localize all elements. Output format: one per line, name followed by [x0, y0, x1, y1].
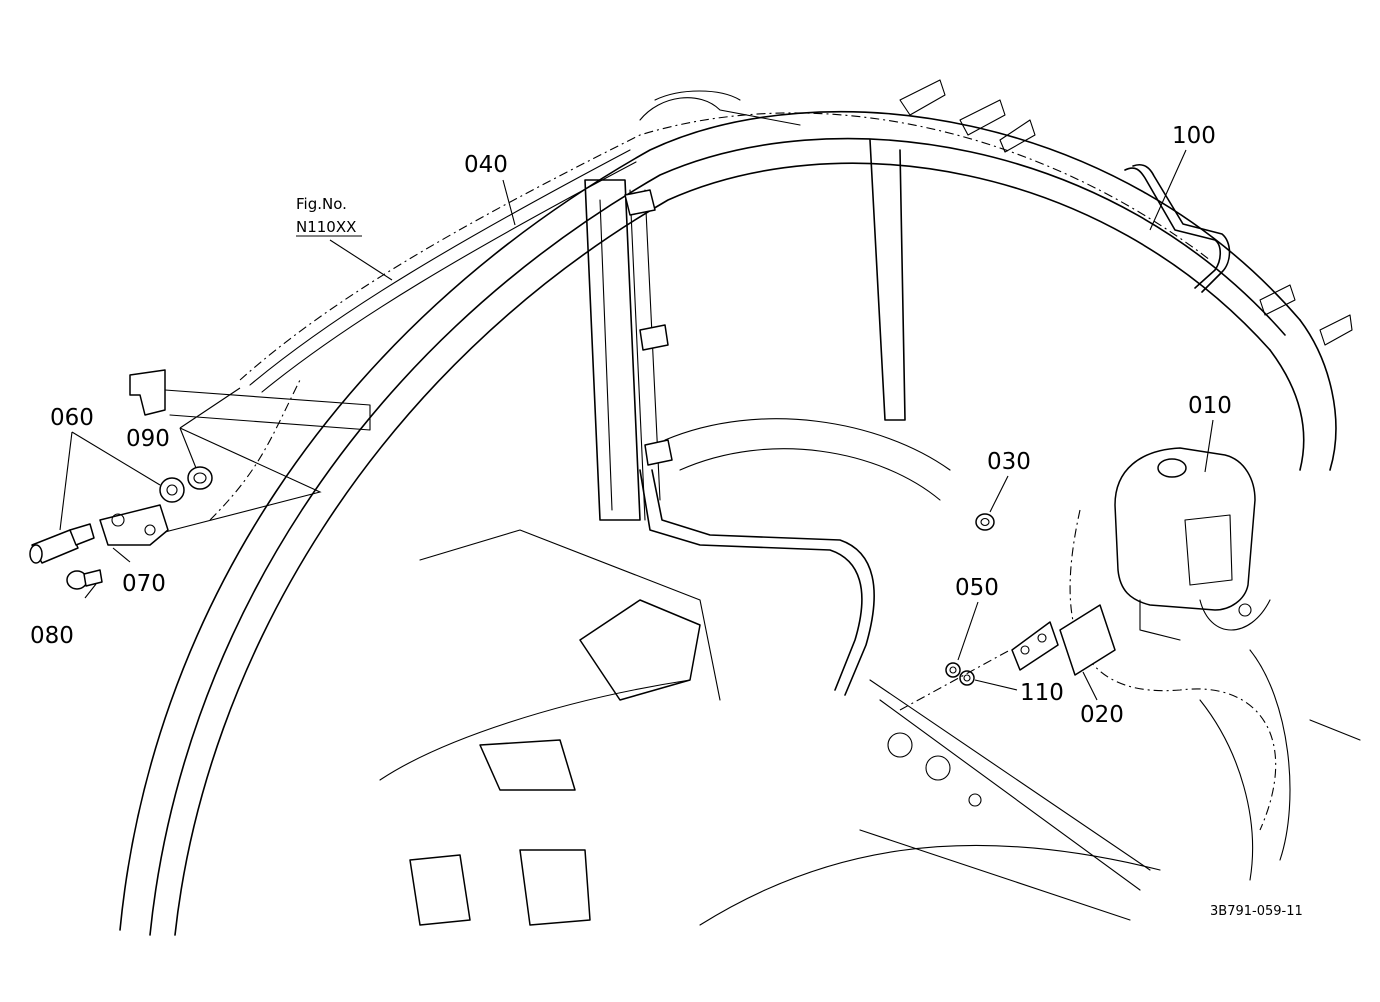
nut-axis [899, 649, 1011, 711]
callout-100: 100 [1172, 123, 1216, 149]
wire-harness [209, 112, 1211, 521]
washer-nozzle [29, 477, 185, 564]
cab-side-wall [1199, 649, 1361, 881]
left-hinge-bracket [129, 369, 371, 431]
callout-040: 040 [464, 152, 508, 178]
washer-tank [1069, 447, 1277, 831]
fig-ref-number: N110XX [296, 218, 356, 236]
floor-panels [379, 529, 1161, 926]
nut-050 [945, 662, 961, 678]
callout-060: 060 [50, 405, 94, 431]
hose-pipe [1124, 163, 1231, 293]
washer-bracket-plate [1011, 604, 1116, 676]
fig-ref-label: Fig.No. [296, 195, 347, 213]
callout-070: 070 [122, 571, 166, 597]
callout-090: 090 [126, 426, 170, 452]
roof-brackets [899, 79, 1353, 346]
nozzle-bracket [99, 504, 169, 546]
callout-010: 010 [1188, 393, 1232, 419]
callout-030: 030 [987, 449, 1031, 475]
drawing-code: 3B791-059-11 [1210, 904, 1303, 919]
callout-080: 080 [30, 623, 74, 649]
callout-020: 020 [1080, 702, 1124, 728]
window-frame [664, 139, 951, 501]
nut-110 [959, 670, 975, 686]
callout-050: 050 [955, 575, 999, 601]
screw [66, 569, 103, 590]
grommet [975, 513, 995, 531]
callout-110: 110 [1020, 680, 1064, 706]
leader-lines [59, 149, 1214, 701]
washer-hose [639, 469, 875, 696]
cab-roof-frame [119, 90, 1337, 936]
grommet-090 [187, 466, 213, 490]
center-pillar [584, 179, 673, 521]
